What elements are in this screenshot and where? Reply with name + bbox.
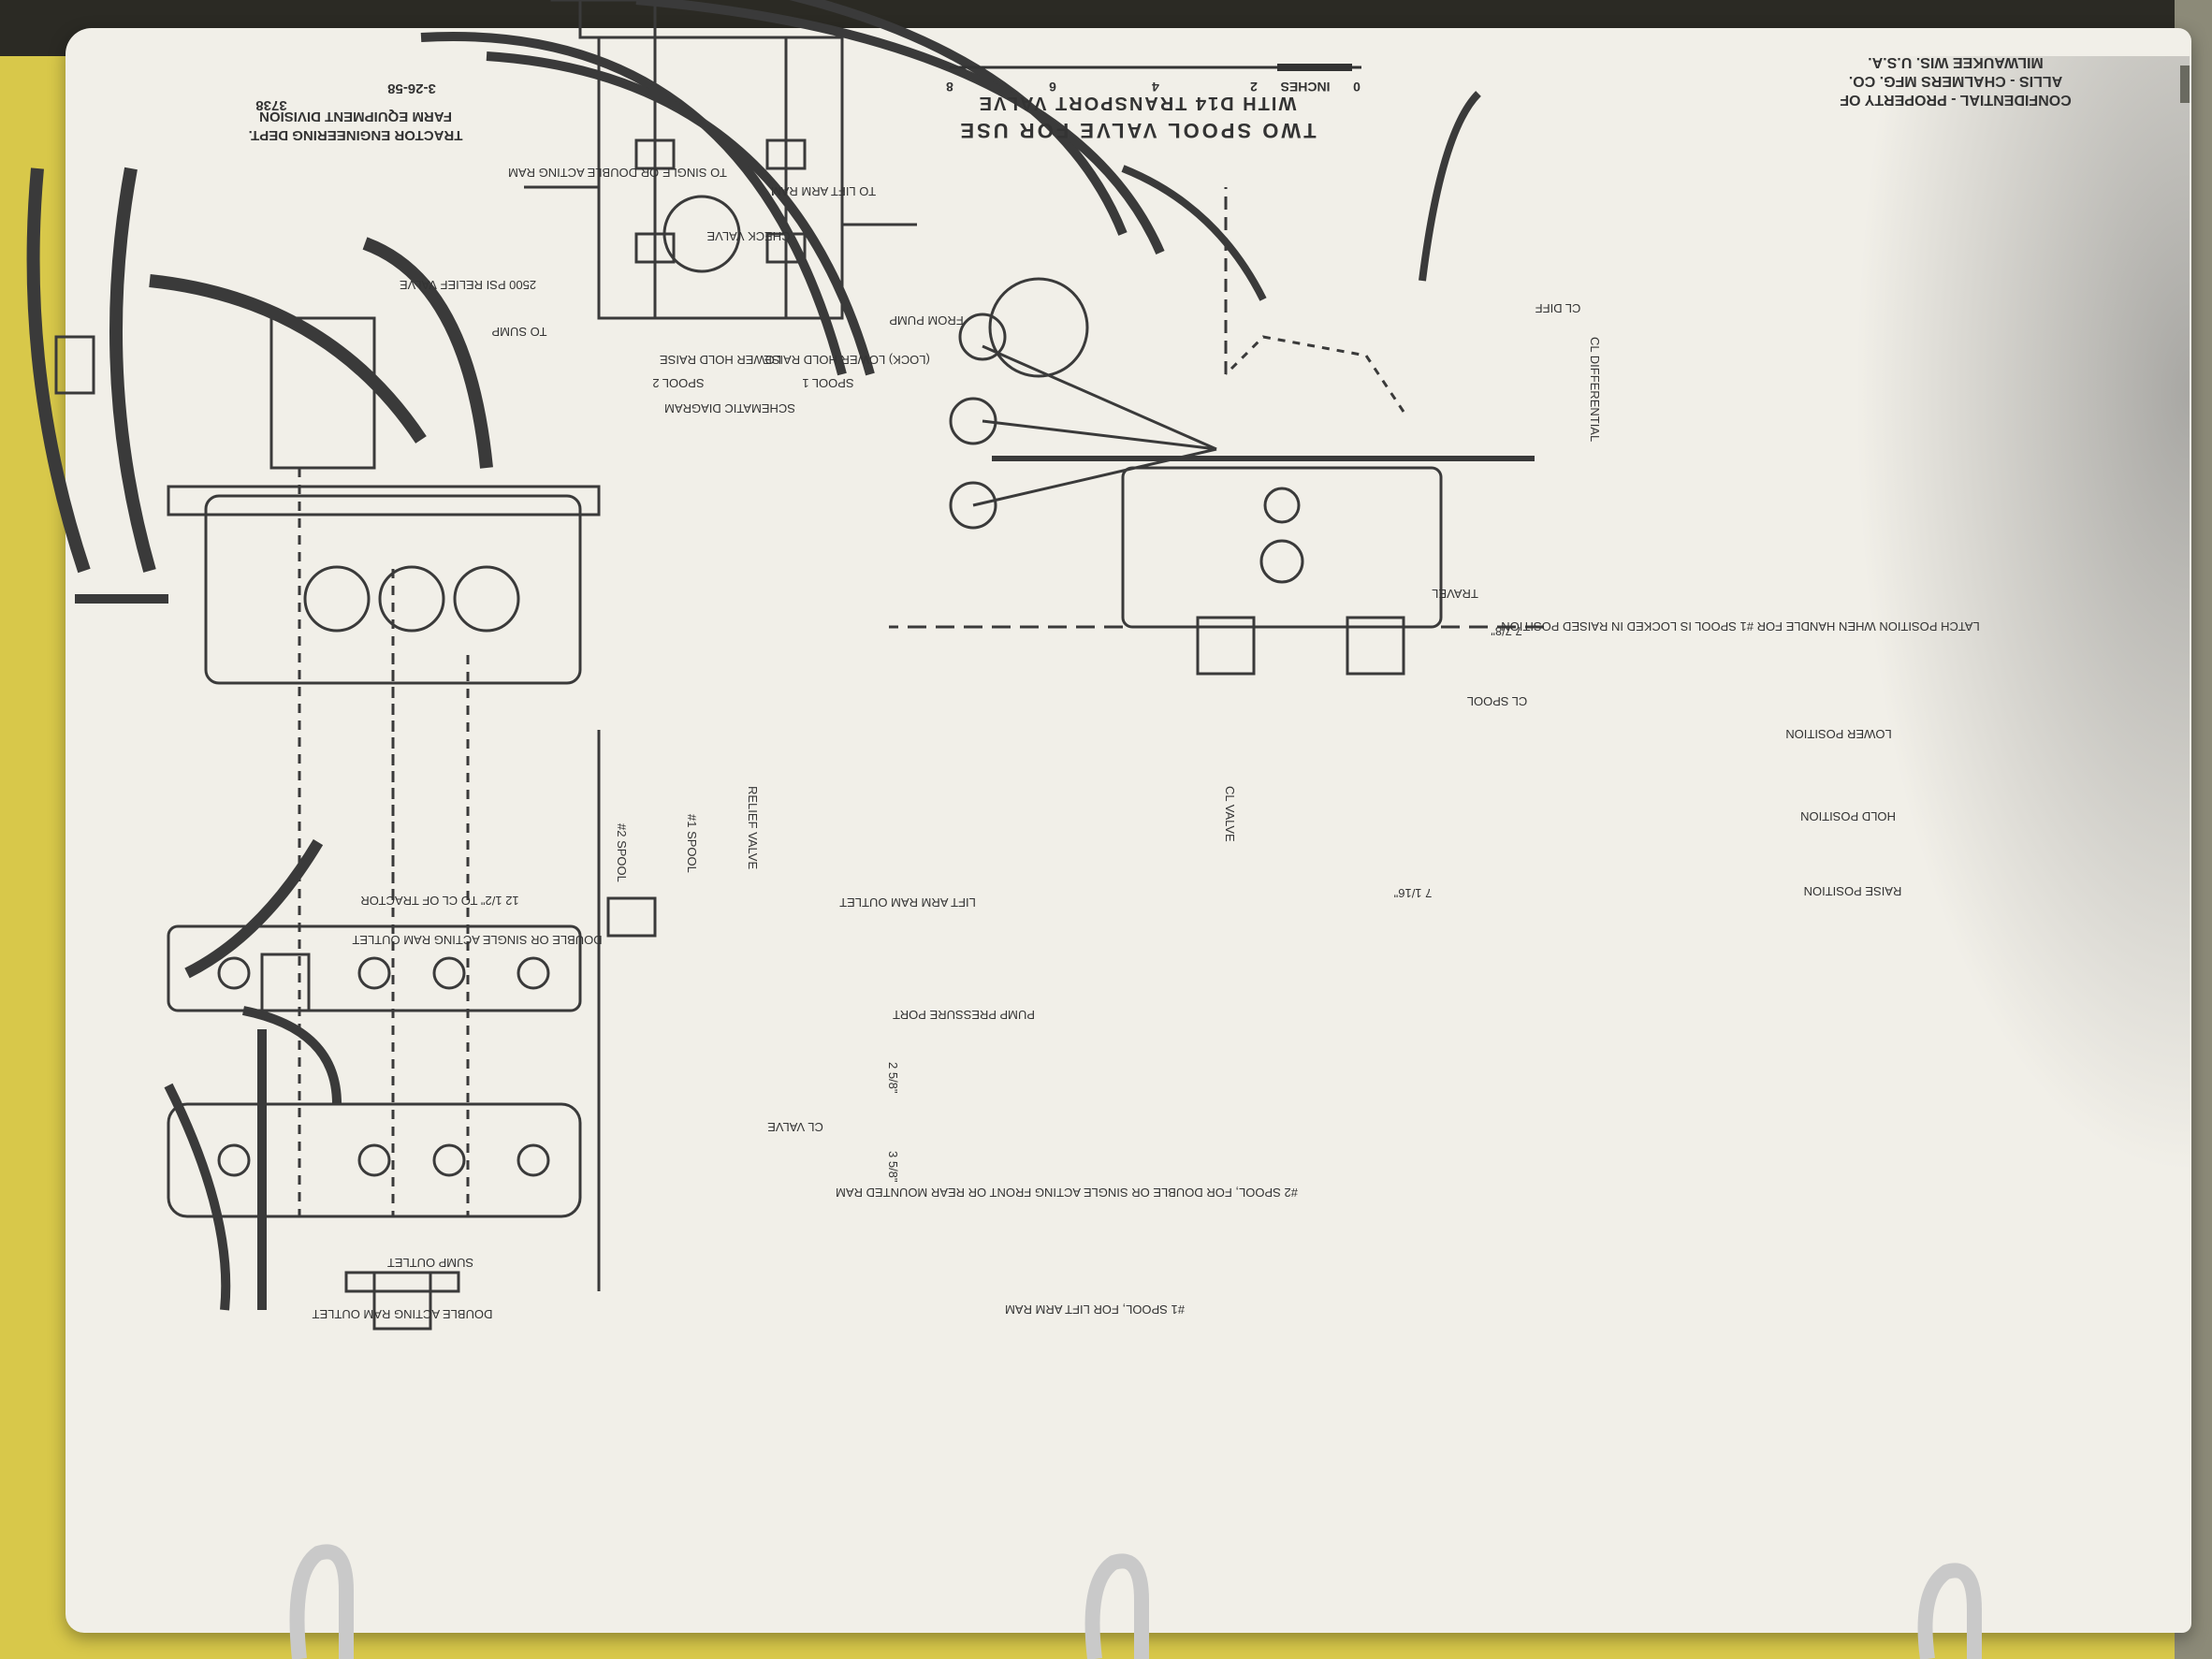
schematic-lift-arm-ram: TO LIFT ARM RAM bbox=[771, 184, 876, 198]
scale-tick-6: 6 bbox=[1049, 80, 1056, 95]
side-differential: CL DIFFERENTIAL bbox=[1588, 337, 1602, 442]
title-line1: TWO SPOOL VALVE FOR USE bbox=[957, 119, 1316, 142]
front-spool1: #1 SPOOL bbox=[685, 814, 699, 873]
owner-line3: MILWAUKEE WIS. U.S.A. bbox=[1868, 54, 2044, 70]
scale-label: INCHES bbox=[1281, 80, 1331, 95]
scale-tick-2: 2 bbox=[1250, 80, 1258, 95]
drawing-sheet bbox=[65, 28, 2191, 1633]
side-dim-78: 7 7/8" bbox=[1491, 624, 1522, 638]
front-double-acting-outlet: DOUBLE ACTING RAM OUTLET bbox=[313, 1307, 493, 1321]
scale-tick-0: 0 bbox=[1353, 80, 1361, 95]
side-hold: HOLD POSITION bbox=[1800, 809, 1896, 823]
front-relief-valve: RELIEF VALVE bbox=[746, 786, 760, 869]
front-spool2-desc: #2 SPOOL, FOR DOUBLE OR SINGLE ACTING FR… bbox=[836, 1186, 1298, 1200]
scale-tick-4: 4 bbox=[1152, 80, 1159, 95]
schematic-check-valve: CHECK VALVE bbox=[706, 229, 790, 243]
side-lower: LOWER POSITION bbox=[1785, 727, 1891, 741]
side-dim-716: 7 1/16" bbox=[1393, 886, 1432, 900]
schematic-art bbox=[524, 36, 917, 320]
front-sump-outlet: SUMP OUTLET bbox=[387, 1256, 473, 1270]
scale-tick-8: 8 bbox=[946, 80, 953, 95]
schematic-to-sump: TO SUMP bbox=[492, 325, 547, 339]
drawing-date: 3-26-58 bbox=[387, 80, 436, 96]
schematic-single-double: TO SINGLE OR DOUBLE ACTING RAM bbox=[508, 166, 727, 180]
side-latch-note: LATCH POSITION WHEN HANDLE FOR #1 SPOOL … bbox=[1501, 619, 1979, 633]
side-diff: CL DIFF bbox=[1535, 301, 1581, 315]
title-line2: WITH D14 TRANSPORT VALVE bbox=[978, 93, 1297, 113]
binder-ring-right bbox=[1917, 1563, 1982, 1659]
schematic-spool2-positions: LOWER HOLD RAISE bbox=[660, 353, 781, 367]
front-tractor-cl: 12 1/2" TO CL OF TRACTOR bbox=[360, 894, 518, 908]
front-spool2: #2 SPOOL bbox=[615, 823, 629, 882]
schematic-title: SCHEMATIC DIAGRAM bbox=[664, 401, 795, 415]
schematic-spool2: SPOOL 2 bbox=[652, 376, 704, 390]
front-double-single-outlet: DOUBLE OR SINGLE ACTING RAM OUTLET bbox=[352, 933, 602, 947]
schematic-spool1: SPOOL 1 bbox=[802, 376, 853, 390]
front-lift-arm-outlet: LIFT ARM RAM OUTLET bbox=[839, 895, 976, 910]
side-raise: RAISE POSITION bbox=[1804, 884, 1902, 898]
valve-assembly-art bbox=[26, 167, 601, 1216]
front-view-art bbox=[164, 561, 657, 1331]
dept-line1: TRACTOR ENGINEERING DEPT. bbox=[249, 127, 463, 143]
owner-line1: CONFIDENTIAL - PROPERTY OF bbox=[1840, 92, 2072, 108]
schematic-spool1-positions: (LOCK) LOWER HOLD RAISE bbox=[764, 353, 930, 367]
schematic-relief-valve: 2500 PSI RELIEF VALVE bbox=[400, 278, 537, 292]
scale-bar bbox=[950, 64, 1361, 71]
binder-ring-left bbox=[289, 1544, 354, 1659]
binder-ring-center bbox=[1084, 1553, 1149, 1659]
schematic-from-pump: FROM PUMP bbox=[889, 313, 963, 327]
drawing-number: 3738 bbox=[255, 97, 286, 113]
front-dim-a: 2 5/8" bbox=[886, 1062, 900, 1094]
side-travel: TRAVEL bbox=[1432, 587, 1478, 601]
front-valve-cl: CL VALVE bbox=[767, 1120, 823, 1134]
edge-mark bbox=[2180, 65, 2190, 103]
front-dim-b: 3 5/8" bbox=[886, 1151, 900, 1183]
front-spool1-desc: #1 SPOOL, FOR LIFT ARM RAM bbox=[1005, 1302, 1185, 1317]
dept-line2: FARM EQUIPMENT DIVISION bbox=[259, 109, 452, 124]
side-spool-cl: CL SPOOL bbox=[1467, 694, 1528, 708]
side-valve-cl: CL VALVE bbox=[1223, 786, 1237, 842]
owner-line2: ALLIS - CHALMERS MFG. CO. bbox=[1849, 73, 2062, 89]
front-pump-port: PUMP PRESSURE PORT bbox=[893, 1008, 1035, 1022]
phone-shadow bbox=[1853, 56, 2190, 1179]
